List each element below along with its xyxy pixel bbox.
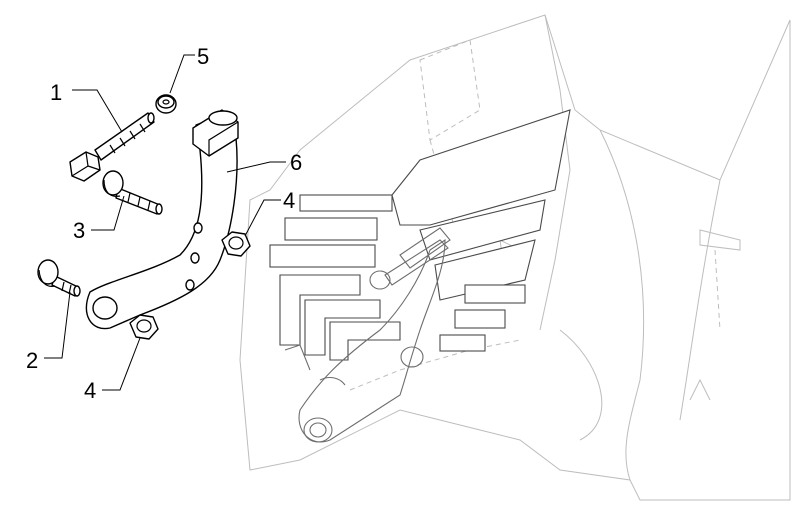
callout-1-label: 1 xyxy=(50,80,62,105)
callout-3: 3 xyxy=(73,195,125,243)
callout-6-label: 6 xyxy=(290,150,302,175)
part-2-short-bolt xyxy=(37,259,81,297)
part-4-nut-upper xyxy=(221,231,251,257)
logo-panel xyxy=(269,109,571,361)
callout-5-label: 5 xyxy=(197,44,209,69)
callout-2: 2 xyxy=(26,291,71,373)
part-5-spacer xyxy=(155,94,177,114)
part-4-nut-lower xyxy=(129,314,159,340)
background-assembly xyxy=(239,14,791,501)
part-6-bracket xyxy=(85,109,239,330)
callout-3-label: 3 xyxy=(73,218,85,243)
callout-5: 5 xyxy=(169,44,209,94)
installed-bracket xyxy=(284,227,451,443)
part-3-medium-bolt xyxy=(102,170,163,215)
callout-4b-label: 4 xyxy=(84,378,96,403)
callout-4a-label: 4 xyxy=(283,188,295,213)
callout-4b: 4 xyxy=(84,337,141,403)
callout-4a: 4 xyxy=(244,188,295,237)
callout-1: 1 xyxy=(50,80,123,133)
part-1-long-bolt xyxy=(69,112,155,182)
callout-2-label: 2 xyxy=(26,348,38,373)
callout-6: 6 xyxy=(226,150,302,175)
